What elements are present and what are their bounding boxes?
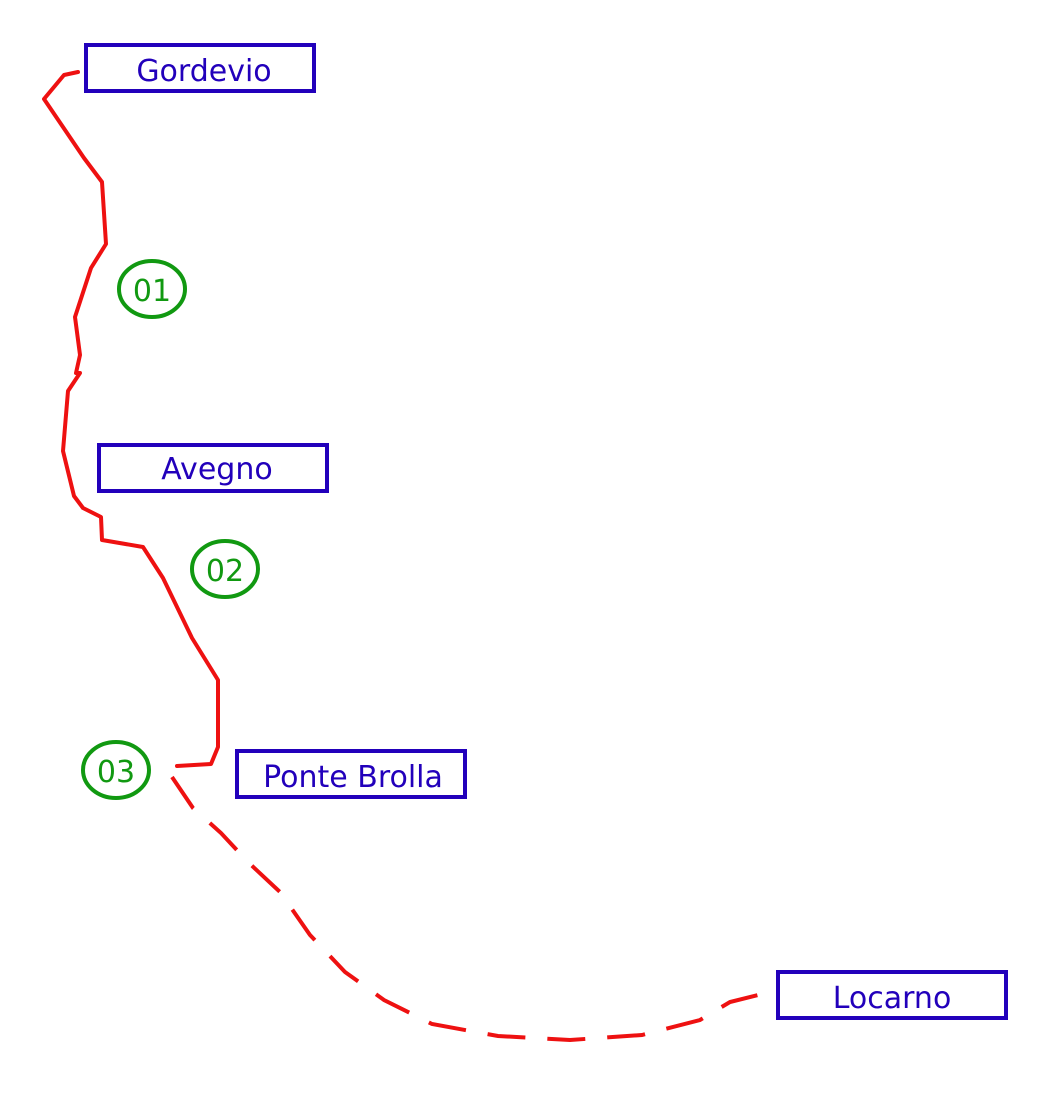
- segment-label-01: 01: [133, 274, 171, 309]
- place-label-gordevio: Gordevio: [136, 54, 271, 89]
- route-solid-gordevio-ponte-brolla: [42, 70, 220, 768]
- segment-marker-01: 01: [117, 259, 187, 319]
- place-locarno: Locarno: [776, 970, 1008, 1020]
- place-label-locarno: Locarno: [833, 981, 952, 1016]
- place-gordevio: Gordevio: [84, 43, 316, 93]
- place-label-ponte-brolla: Ponte Brolla: [263, 760, 443, 795]
- segment-label-02: 02: [206, 554, 244, 589]
- segment-label-03: 03: [97, 755, 135, 790]
- place-avegno: Avegno: [97, 443, 329, 493]
- place-ponte-brolla: Ponte Brolla: [235, 749, 467, 799]
- route-dashed-ponte-brolla-locarno: [170, 775, 779, 1043]
- place-label-avegno: Avegno: [161, 452, 272, 487]
- segment-marker-03: 03: [81, 740, 151, 800]
- segment-marker-02: 02: [190, 539, 260, 599]
